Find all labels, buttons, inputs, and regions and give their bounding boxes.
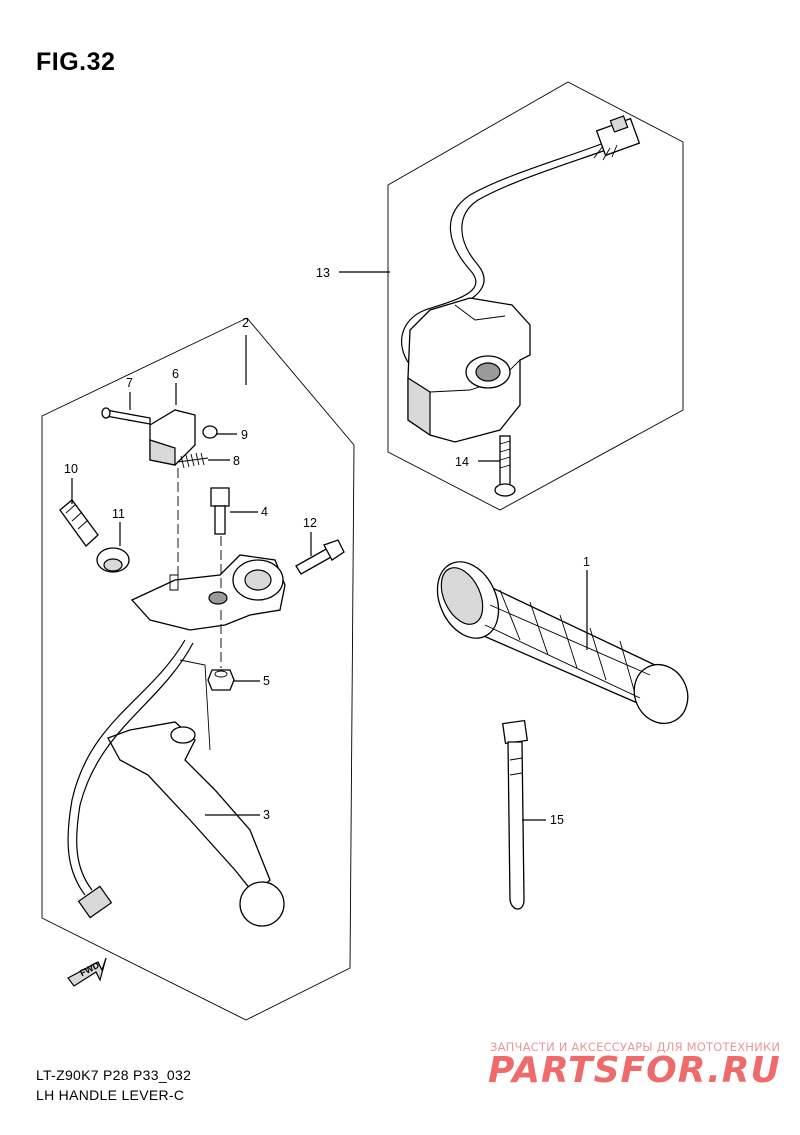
pin-7 <box>101 407 151 425</box>
callout-10: 10 <box>64 462 78 476</box>
callout-5: 5 <box>263 674 270 688</box>
callout-14: 14 <box>455 455 469 469</box>
circlip-9 <box>202 425 218 439</box>
handlebar-grip <box>436 561 689 724</box>
handlebar-switch <box>401 115 641 443</box>
callout-12: 12 <box>303 516 317 530</box>
figure-caption: LH HANDLE LEVER-C <box>36 1087 185 1103</box>
callout-1: 1 <box>583 555 590 569</box>
cable-tie <box>501 719 529 910</box>
callout-2: 2 <box>242 316 249 330</box>
lever-cable <box>67 639 211 919</box>
figure-title: FIG.32 <box>36 48 116 76</box>
callout-8: 8 <box>233 454 240 468</box>
bolt-4 <box>210 487 230 535</box>
bolt-12 <box>295 539 345 575</box>
callout-13: 13 <box>316 266 330 280</box>
switch-block-6 <box>149 409 196 466</box>
callout-4: 4 <box>261 505 268 519</box>
model-code: LT-Z90K7 P28 P33_032 <box>36 1067 192 1083</box>
spring-8 <box>177 452 209 469</box>
switch-screw <box>494 435 516 497</box>
adjuster-10 <box>59 499 99 547</box>
callout-11: 11 <box>112 507 125 521</box>
watermark-logo: PARTSFOR.RU <box>488 1050 781 1091</box>
callout-7: 7 <box>126 376 133 390</box>
callout-15: 15 <box>550 813 564 827</box>
callout-3: 3 <box>263 808 270 822</box>
switch-assembly-frame <box>387 81 684 511</box>
lever-bracket <box>130 554 286 631</box>
watermark-tagline: ЗАПЧАСТИ И АКСЕССУАРЫ ДЛЯ МОТОТЕХНИКИ <box>490 1040 781 1054</box>
lever-assembly-frame <box>41 317 355 1021</box>
callout-6: 6 <box>172 367 179 381</box>
nut-5 <box>207 669 235 691</box>
locknut-11 <box>96 547 130 573</box>
callout-9: 9 <box>241 428 248 442</box>
forward-direction-arrow: FWD <box>67 957 107 987</box>
clutch-lever <box>107 721 285 927</box>
